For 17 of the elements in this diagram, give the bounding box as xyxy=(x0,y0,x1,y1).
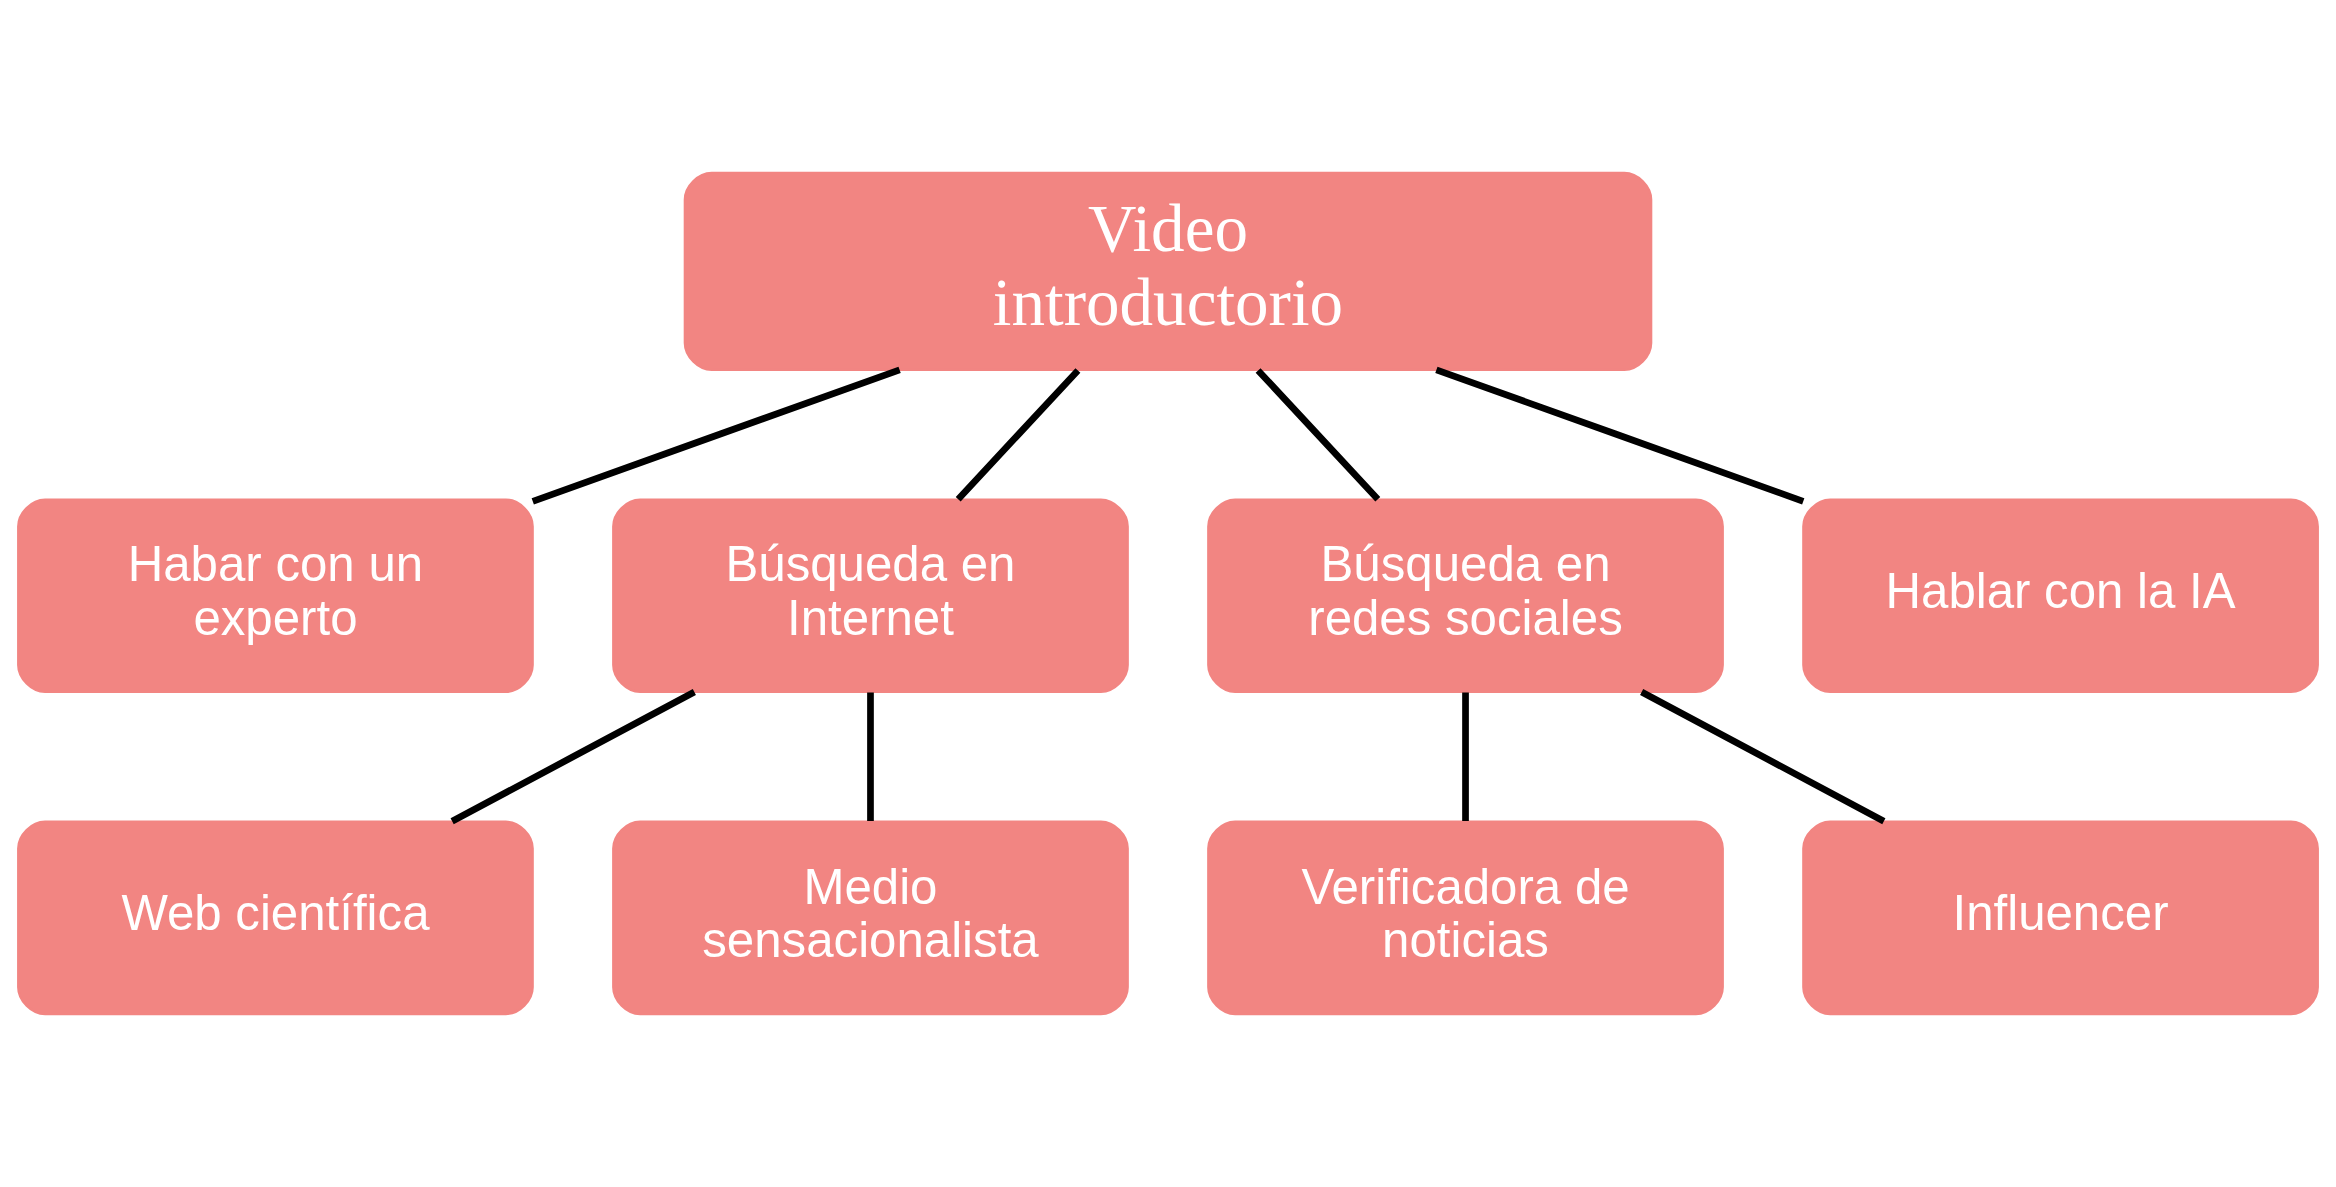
node-box: Verificadora de noticias xyxy=(1207,820,1724,1016)
connector xyxy=(1462,692,1469,821)
node-box: Video introductorio xyxy=(683,171,1653,371)
connector xyxy=(531,366,901,505)
node-box: Web científica xyxy=(17,820,534,1016)
node-box: Hablar con la IA xyxy=(1802,498,2319,694)
connector xyxy=(867,692,874,821)
connector xyxy=(955,368,1081,502)
connector xyxy=(1255,368,1381,502)
node-box: Influencer xyxy=(1802,820,2319,1016)
connector xyxy=(1435,366,1805,505)
node-box: Habar con un experto xyxy=(17,498,534,694)
node-box: Búsqueda en redes sociales xyxy=(1207,498,1724,694)
connector xyxy=(450,689,696,825)
node-box: Medio sensacionalista xyxy=(612,820,1129,1016)
node-box: Búsqueda en Internet xyxy=(612,498,1129,694)
connector xyxy=(1640,689,1886,825)
